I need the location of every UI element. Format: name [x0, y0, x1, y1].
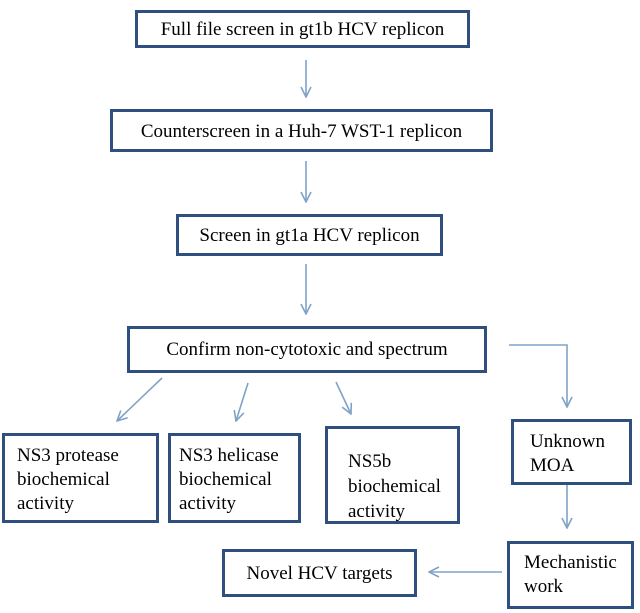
full-file-screen-box: Full file screen in gt1b HCV replicon [135, 10, 470, 48]
unknown-moa-box: Unknown MOA [511, 419, 632, 485]
confirm-label: Confirm non-cytotoxic and spectrum [166, 339, 448, 360]
arrow-confirm-to-ns3-helicase [236, 382, 249, 421]
counterscreen-box: Counterscreen in a Huh-7 WST-1 replicon [110, 109, 493, 152]
counterscreen-label: Counterscreen in a Huh-7 WST-1 replicon [140, 121, 463, 142]
ns3-helicase-label: NS3 helicase biochemical activity [179, 445, 279, 514]
arrow-confirm-to-unknown-moa [509, 344, 567, 407]
gt1a-screen-box: Screen in gt1a HCV replicon [176, 214, 443, 256]
novel-hcv-targets-label: Novel HCV targets [246, 563, 393, 584]
ns5b-label: NS5b biochemical activity [348, 451, 441, 522]
ns3-protease-box: NS3 protease biochemical activity [2, 433, 159, 523]
mechanistic-box: Mechanistic work [507, 541, 634, 609]
novel-hcv-targets-box: Novel HCV targets [222, 549, 417, 597]
mechanistic-label: Mechanistic work [524, 552, 617, 597]
arrow-confirm-to-ns3-protease [117, 377, 163, 421]
ns3-protease-label: NS3 protease biochemical activity [17, 445, 119, 514]
confirm-box: Confirm non-cytotoxic and spectrum [127, 326, 487, 373]
full-file-screen-label: Full file screen in gt1b HCV replicon [160, 19, 445, 40]
ns5b-box: NS5b biochemical activity [325, 426, 460, 524]
arrow-confirm-to-ns5b [335, 381, 351, 414]
ns3-helicase-box: NS3 helicase biochemical activity [168, 433, 301, 523]
unknown-moa-label: Unknown MOA [530, 431, 605, 476]
gt1a-screen-label: Screen in gt1a HCV replicon [199, 225, 420, 246]
